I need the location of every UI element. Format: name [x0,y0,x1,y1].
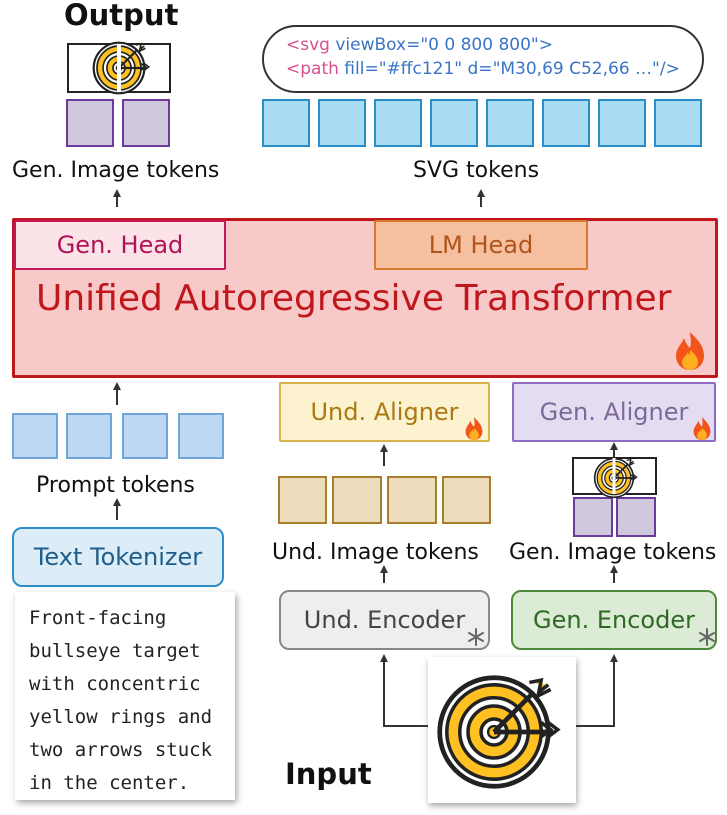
text-tokenizer-box: Text Tokenizer [12,527,224,587]
output-gen-image-token [122,99,170,147]
svg-token [542,99,590,147]
svg-token [598,99,646,147]
gen-image-tokens-bottom-label: Gen. Image tokens [509,540,717,565]
svg-token [374,99,422,147]
und-image-token [387,476,437,524]
prompt-tokens-label: Prompt tokens [36,473,195,498]
transformer-title: Unified Autoregressive Transformer [36,278,672,319]
gen-image-tokens-top-label: Gen. Image tokens [12,158,220,183]
fire-icon [693,417,711,440]
svg-code-box: <svg viewBox="0 0 800 800"> <path fill="… [262,25,704,93]
prompt-text-note: Front-facing bullseye target with concen… [15,592,235,800]
gen-encoder-box: Gen. Encoder [511,590,717,650]
svg-token [654,99,702,147]
und-image-token [332,476,382,524]
lm-head-box: LM Head [374,220,588,270]
prompt-token [12,413,58,459]
gen-head-label: Gen. Head [56,231,184,259]
prompt-token [122,413,168,459]
gen-image-token [616,497,656,537]
svg-token [262,99,310,147]
und-encoder-label: Und. Encoder [303,606,466,634]
input-to-und-encoder-arrow [380,654,428,727]
svg-tokens-label: SVG tokens [413,158,540,183]
svg-token [318,99,366,147]
und-image-tokens-label: Und. Image tokens [272,540,479,565]
prompt-token [66,413,112,459]
code-line-1: <svg viewBox="0 0 800 800"> [286,35,553,55]
und-encoder-box: Und. Encoder [279,590,490,650]
fire-icon [676,332,704,370]
gen-encoder-label: Gen. Encoder [533,606,695,634]
text-tokenizer-label: Text Tokenizer [33,543,203,571]
fire-icon [465,417,483,440]
und-aligner-label: Und. Aligner [310,398,459,426]
output-heading: Output [64,0,179,32]
gen-image-token [573,497,613,537]
prompt-token [178,413,224,459]
bullseye-target-icon [440,678,558,787]
code-line-2: <path fill="#ffc121" d="M30,69 C52,66 …"… [286,59,680,79]
snowflake-icon [699,628,715,646]
input-heading: Input [285,757,372,791]
input-to-gen-encoder-arrow [576,654,618,727]
snowflake-icon [468,628,484,646]
gen-aligner-label: Gen. Aligner [539,398,689,426]
gen-head-box: Gen. Head [14,220,226,270]
output-gen-image-token [66,99,114,147]
output-generated-image [67,41,171,95]
und-image-token [278,476,327,524]
gen-image-preview [572,457,657,499]
lm-head-label: LM Head [428,231,534,259]
und-image-token [442,476,491,524]
svg-token [486,99,534,147]
gen-aligner-box: Gen. Aligner [512,382,716,442]
svg-token [430,99,478,147]
und-aligner-box: Und. Aligner [279,382,490,442]
